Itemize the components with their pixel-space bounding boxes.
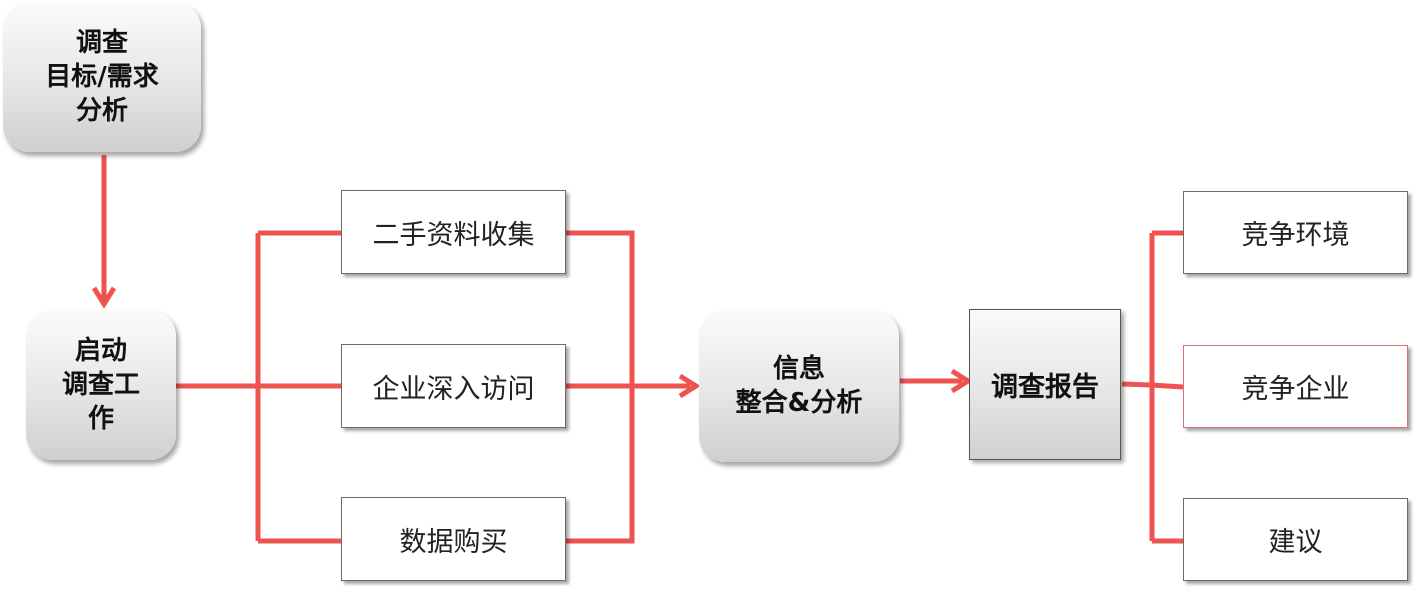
objective-node: 调查 目标/需求 分析 — [3, 2, 201, 152]
data-purchase-label: 数据购买 — [399, 526, 508, 558]
competitors-node: 竞争企业 — [1183, 345, 1408, 428]
secondary-data-label: 二手资料收集 — [372, 219, 535, 251]
secondary-data-node: 二手资料收集 — [341, 190, 566, 274]
launch-line-1: 启动 — [74, 336, 127, 366]
launch-line-3: 作 — [87, 404, 114, 434]
integration-node: 信息 整合&分析 — [699, 310, 899, 462]
arrowhead-objective-to-launch — [91, 286, 117, 309]
objective-line-3: 分析 — [75, 96, 128, 126]
arrowhead-to-integration — [678, 373, 701, 399]
interviews-node: 企业深入访问 — [341, 344, 566, 428]
data-purchase-node: 数据购买 — [341, 497, 566, 581]
launch-node: 启动 调查工 作 — [26, 310, 176, 460]
recommendations-label: 建议 — [1268, 527, 1323, 558]
launch-line-2: 调查工 — [61, 370, 140, 400]
integration-line-1: 信息 — [772, 354, 825, 384]
objective-line-2: 目标/需求 — [45, 62, 159, 92]
integration-line-2: 整合&分析 — [735, 388, 863, 418]
competitive-environment-label: 竞争环境 — [1241, 220, 1350, 251]
competitors-label: 竞争企业 — [1241, 374, 1350, 405]
arrowhead-to-report — [950, 368, 973, 394]
competitive-environment-node: 竞争环境 — [1183, 191, 1408, 274]
report-label: 调查报告 — [991, 372, 1099, 403]
interviews-label: 企业深入访问 — [372, 373, 535, 405]
objective-line-1: 调查 — [75, 28, 128, 58]
recommendations-node: 建议 — [1183, 498, 1408, 581]
report-node: 调查报告 — [969, 309, 1121, 460]
